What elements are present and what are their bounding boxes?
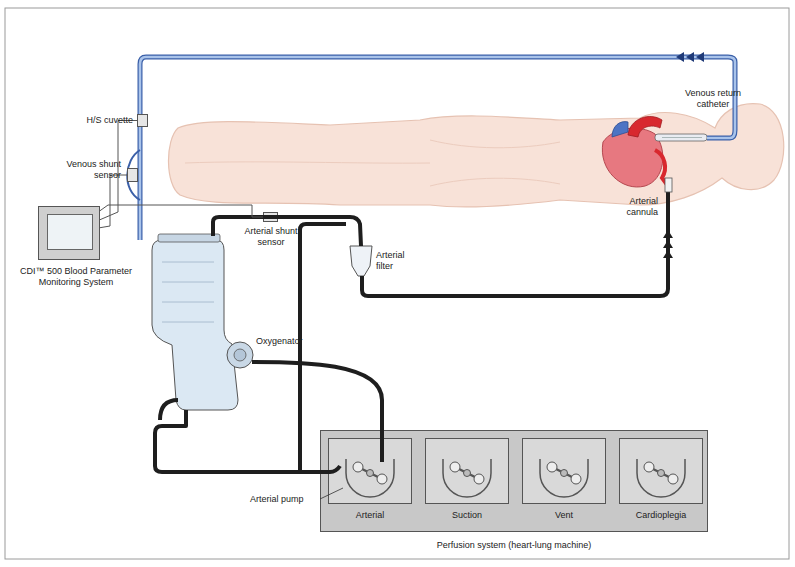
venous-line bbox=[140, 57, 735, 240]
arterial-cannula bbox=[665, 178, 672, 192]
venous-catheter bbox=[655, 134, 707, 141]
console-panel: Perfusion system (heart-lung machine)Art… bbox=[320, 430, 708, 532]
connector-layer bbox=[100, 121, 263, 228]
pump-hub bbox=[367, 470, 374, 477]
pump-rotor bbox=[552, 467, 576, 479]
pump-race bbox=[346, 459, 394, 497]
oxygenator-hub bbox=[234, 349, 246, 361]
pump-module: Suction bbox=[425, 438, 509, 504]
reservoir-lid bbox=[158, 234, 220, 242]
connector-elbows bbox=[160, 400, 178, 420]
monitor-cable bbox=[100, 121, 137, 220]
vena-cava bbox=[612, 122, 628, 137]
pump-rotor bbox=[649, 467, 673, 479]
reservoir bbox=[152, 240, 238, 410]
node-label: Arterial bbox=[324, 510, 416, 521]
monitor-cable bbox=[100, 205, 263, 217]
sensor-box: Arterial shunt sensor bbox=[263, 212, 278, 222]
pump-roller bbox=[644, 462, 654, 472]
pump-race bbox=[540, 459, 588, 497]
pump-roller bbox=[571, 474, 581, 484]
node-label: CDI™ 500 Blood Parameter Monitoring Syst… bbox=[16, 266, 136, 287]
node-label: Perfusion system (heart-lung machine) bbox=[320, 540, 708, 551]
reservoir-ribs bbox=[162, 262, 214, 322]
pump-race bbox=[637, 459, 685, 497]
venous-line-outer bbox=[140, 57, 735, 240]
flow-arrows bbox=[676, 52, 704, 62]
pump-hub bbox=[464, 470, 471, 477]
catheter-line bbox=[662, 137, 702, 138]
aorta-arch bbox=[655, 150, 668, 186]
pump-module: Cardioplegia bbox=[619, 438, 703, 504]
pump-module: Vent bbox=[522, 438, 606, 504]
arterial-filter bbox=[350, 246, 372, 276]
heart bbox=[602, 128, 663, 187]
callout-label: Venous return catheter bbox=[672, 88, 754, 109]
callout-label: Oxygenator bbox=[256, 336, 326, 347]
pump-roller bbox=[474, 474, 484, 484]
pump-hub bbox=[658, 470, 665, 477]
patient-body bbox=[168, 104, 783, 208]
node-label: Cardioplegia bbox=[615, 510, 707, 521]
node-label: Venous shunt sensor bbox=[43, 159, 121, 180]
pump-heads bbox=[346, 459, 685, 497]
pump-roller bbox=[450, 462, 460, 472]
node-label: H/S cuvette bbox=[73, 115, 133, 126]
pump-rotor bbox=[358, 467, 382, 479]
monitor-cable bbox=[100, 175, 127, 228]
callout-label: Arterial filter bbox=[376, 250, 422, 271]
monitor-box: CDI™ 500 Blood Parameter Monitoring Syst… bbox=[38, 206, 100, 260]
cuvette-box: H/S cuvette bbox=[137, 114, 148, 127]
frame bbox=[5, 8, 789, 559]
venous-shunt-loop bbox=[127, 150, 140, 200]
pump-roller bbox=[547, 462, 557, 472]
pump-roller bbox=[353, 462, 363, 472]
node-label: Vent bbox=[518, 510, 610, 521]
node-label: Arterial shunt sensor bbox=[241, 226, 301, 247]
body-contour bbox=[430, 140, 560, 186]
pump-rotor bbox=[455, 467, 479, 479]
pump-module: Arterial bbox=[328, 438, 412, 504]
callout-label: Arterial cannula bbox=[606, 196, 658, 217]
callout-label: Arterial pump bbox=[250, 494, 318, 505]
pump-roller bbox=[377, 474, 387, 484]
monitor-screen bbox=[47, 214, 93, 250]
pump-race bbox=[443, 459, 491, 497]
arterial-flow-arrows bbox=[663, 230, 673, 258]
node-label: Suction bbox=[421, 510, 513, 521]
sensor-box: Venous shunt sensor bbox=[127, 168, 138, 182]
arterial-tubing bbox=[155, 190, 668, 472]
oxygenator-disk bbox=[227, 342, 253, 368]
pump-roller bbox=[668, 474, 678, 484]
leg-line bbox=[185, 162, 430, 163]
pump-hub bbox=[561, 470, 568, 477]
leader-line bbox=[320, 488, 343, 499]
